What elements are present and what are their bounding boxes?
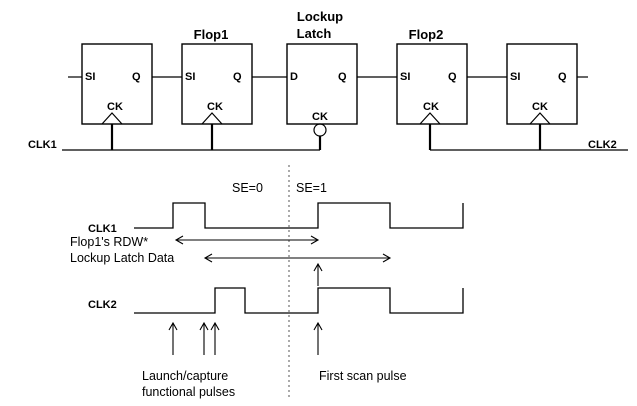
cell-4-in-pin: SI: [510, 71, 520, 83]
cell-0-out-pin: Q: [132, 71, 141, 83]
cell-2-clk-pin: CK: [312, 111, 328, 123]
cell-4-clock-triangle: [529, 112, 551, 125]
clk2-net-label: CLK2: [588, 139, 617, 151]
launch-capture-label-line2: functional pulses: [142, 385, 235, 399]
cell-2-out-pin: Q: [338, 71, 347, 83]
first-scan-pulse-arrow: [313, 321, 323, 355]
cell-3-title: Flop2: [409, 27, 444, 42]
se1-label: SE=1: [296, 181, 327, 195]
cell-2-title-line1: Lockup: [297, 9, 343, 24]
cell-1-clock-triangle: [201, 112, 223, 125]
cell-3-clk-pin: CK: [423, 101, 439, 113]
clk1-net-label: CLK1: [28, 139, 57, 151]
cell-2: Lockup Latch D Q CK: [286, 9, 358, 150]
clk2-waveform-label: CLK2: [88, 299, 117, 311]
cell-0-box: [81, 43, 153, 125]
cell-2-in-pin: D: [290, 71, 298, 83]
cell-2-title-line2: Latch: [297, 26, 332, 41]
cell-4-box: [506, 43, 578, 125]
cell-4-out-pin: Q: [558, 71, 567, 83]
cell-4-clk-pin: CK: [532, 101, 548, 113]
cell-1: Flop1 SI Q CK: [181, 27, 253, 150]
cell-0-clock-triangle: [101, 112, 123, 125]
cell-3-box: [396, 43, 468, 125]
cell-3: Flop2 SI Q CK: [396, 27, 468, 150]
flop1-rdw-label: Flop1's RDW*: [70, 235, 148, 249]
cell-4: SI Q CK: [506, 43, 588, 150]
flop1-rdw-arrow: [174, 235, 320, 245]
cell-3-clock-triangle: [419, 112, 441, 125]
cell-3-out-pin: Q: [448, 71, 457, 83]
cell-1-out-pin: Q: [233, 71, 242, 83]
launch-capture-arrows: [168, 321, 220, 355]
cell-1-box: [181, 43, 253, 125]
cell-3-in-pin: SI: [400, 71, 410, 83]
cell-1-title: Flop1: [194, 27, 229, 42]
se0-label: SE=0: [232, 181, 263, 195]
clk1-waveform-label: CLK1: [88, 223, 117, 235]
cell-1-in-pin: SI: [185, 71, 195, 83]
latch-capture-up-arrow: [313, 262, 323, 286]
launch-capture-label-line1: Launch/capture: [142, 369, 228, 383]
cell-0-clk-pin: CK: [107, 101, 123, 113]
cell-2-clock-inversion-bubble: [313, 123, 327, 137]
cell-2-box: [286, 43, 358, 125]
first-scan-pulse-label: First scan pulse: [319, 369, 407, 383]
lockup-latch-data-label: Lockup Latch Data: [70, 251, 174, 265]
lockup-latch-data-arrow: [203, 253, 392, 263]
cell-1-clk-pin: CK: [207, 101, 223, 113]
cell-0: SI Q CK: [68, 43, 153, 150]
cell-0-in-pin: SI: [85, 71, 95, 83]
clk1-waveform: [134, 202, 464, 229]
clk2-waveform: [134, 287, 464, 314]
